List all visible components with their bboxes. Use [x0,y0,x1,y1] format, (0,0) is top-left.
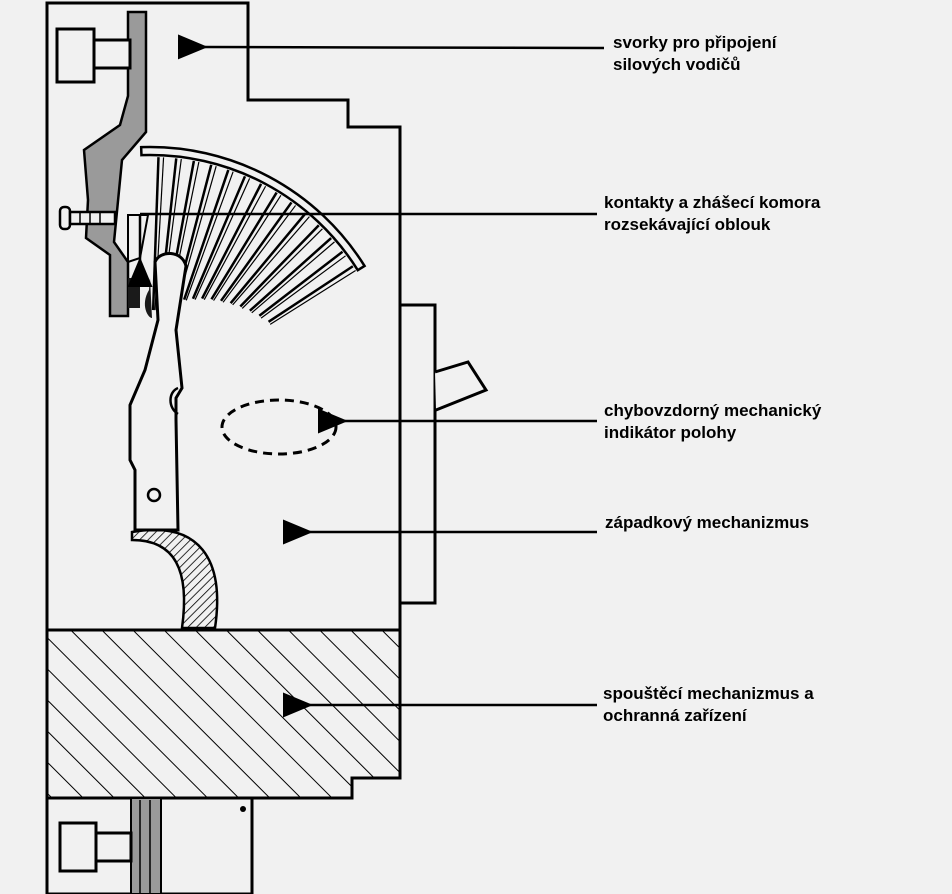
label-terminals-line1: svorky pro připojení [613,33,777,52]
label-contacts-line1: kontakty a zhášecí komora [604,193,821,212]
splitter-plate-edge [269,270,356,325]
label-indicator: chybovzdorný mechanický indikátor polohy [604,400,821,444]
label-indicator-line2: indikátor polohy [604,423,737,442]
terminal-screw [58,205,117,231]
label-indicator-line1: chybovzdorný mechanický [604,401,822,420]
trip-mechanism-block [45,628,402,800]
splitter-plate-edge [203,185,267,301]
splitter-plate [239,224,320,308]
label-latch-line1: západkový mechanizmus [605,513,810,532]
label-contacts: kontakty a zhášecí komora rozsekávající … [604,192,820,236]
bottom-terminal [45,796,254,894]
operating-handle [398,305,489,603]
splitter-plate-edge [232,216,310,306]
label-latch: západkový mechanizmus [605,512,809,534]
splitter-plate-edge [251,241,335,314]
splitter-plate [210,191,278,300]
splitter-plate [249,237,332,312]
splitter-plate-edge [241,228,323,309]
splitter-plate [220,201,293,302]
splitter-plate [267,265,354,323]
splitter-plate [229,212,307,304]
label-trip-line2: ochranná zařízení [603,706,747,725]
splitter-plate-edge [194,178,251,300]
splitter-plate [191,175,247,300]
flexible-conductor [130,528,219,630]
splitter-plate-edge [185,171,234,301]
leader-terminals [177,34,605,60]
arc-chute-band [139,145,367,272]
splitter-plate [258,250,344,317]
splitter-plate [200,183,263,300]
splitter-plate [182,169,230,301]
label-trip: spouštěcí mechanizmus a ochranná zařízen… [603,683,814,727]
label-terminals-line2: silových vodičů [613,55,741,74]
contact-lever [128,252,188,532]
label-terminals: svorky pro připojení silových vodičů [613,32,776,76]
label-trip-line1: spouštěcí mechanizmus a [603,684,814,703]
splitter-plate-edge [222,205,297,303]
splitter-plate [151,157,160,311]
top-terminal [55,10,148,318]
label-contacts-line2: rozsekávající oblouk [604,215,771,234]
splitter-plate-edge [260,255,346,319]
